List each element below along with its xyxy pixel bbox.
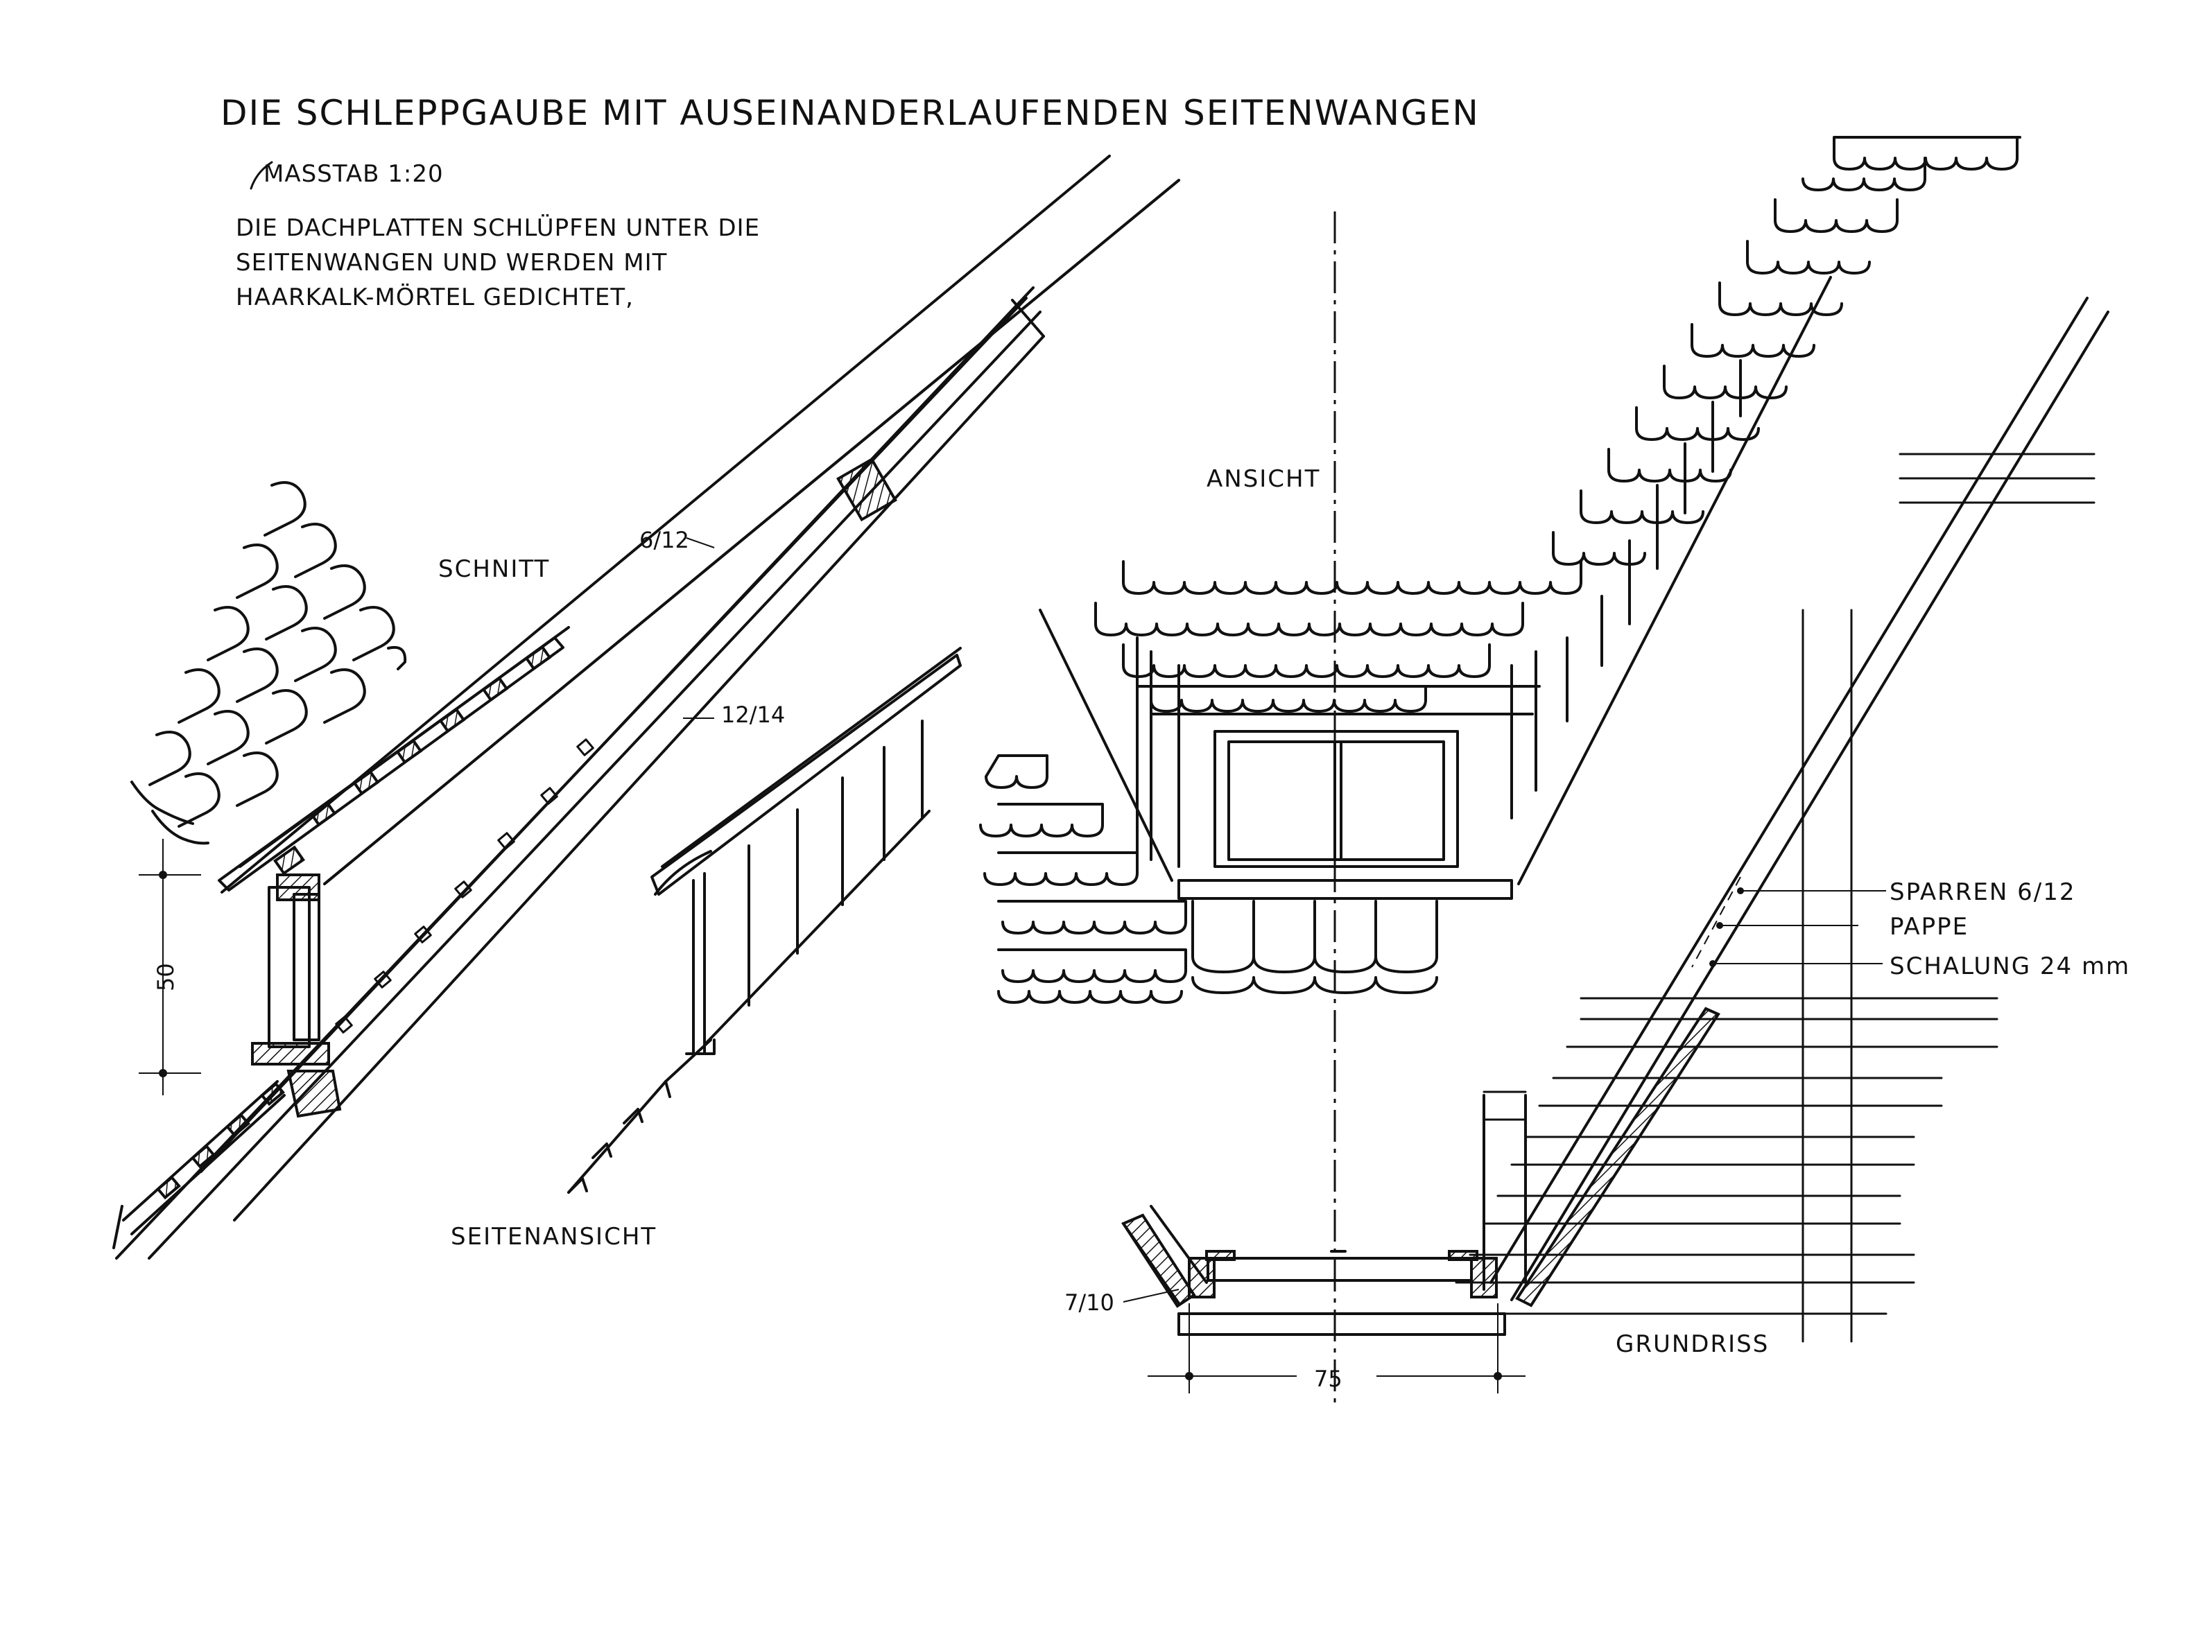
drawing-title: DIE SCHLEPPGAUBE MIT AUSEINANDERLAUFENDE… xyxy=(221,93,1480,133)
section-label: SCHNITT xyxy=(438,555,550,583)
dormer-front-wall xyxy=(251,873,342,1118)
dormer-window xyxy=(1177,730,1513,900)
front-elevation-label: ANSICHT xyxy=(1207,465,1320,493)
dimension-width: 75 xyxy=(1148,1303,1526,1393)
tiles-left-ansicht xyxy=(979,754,1187,1004)
rafter-upper-label: 6/12 xyxy=(639,527,689,553)
front-elevation: ANSICHT xyxy=(979,136,2021,1407)
plan-view: 75 7/10 GRUNDRISS xyxy=(1064,297,2109,1393)
scale-leader xyxy=(250,161,273,190)
note-line: SEITENWANGEN UND WERDEN MIT xyxy=(236,249,667,277)
plan-label: GRUNDRISS xyxy=(1616,1330,1769,1358)
cheek-leader xyxy=(1123,1289,1180,1303)
scale-note: MASSTAB 1:20 xyxy=(263,160,444,188)
width-label: 75 xyxy=(1314,1366,1342,1392)
legend-item: SPARREN 6/12 xyxy=(1890,878,2076,906)
roof-tiles-section xyxy=(130,481,407,845)
legend: SPARREN 6/12 PAPPE SCHALUNG 24 mm xyxy=(1709,878,2130,980)
note-line: DIE DACHPLATTEN SCHLÜPFEN UNTER DIE xyxy=(236,214,760,242)
side-elevation xyxy=(567,647,962,1194)
rafter-lower-label: 12/14 xyxy=(721,702,785,728)
rafter-upper-leader xyxy=(686,537,715,548)
section-view: 50 SCHNITT 6/12 12/14 xyxy=(112,155,1180,1260)
nogs xyxy=(335,738,594,1034)
tiles-below-window xyxy=(1191,900,1438,994)
legend-item: PAPPE xyxy=(1890,913,1969,941)
height-label: 50 xyxy=(153,963,179,991)
roof-tiles-ansicht xyxy=(1094,136,2021,715)
note-line: HAARKALK-MÖRTEL GEDICHTET, xyxy=(236,283,634,311)
dimension-height: 50 xyxy=(139,839,201,1095)
rafter-cut-upper xyxy=(836,457,897,522)
cheek-label: 7/10 xyxy=(1064,1289,1114,1316)
roof-edges xyxy=(1039,276,1832,885)
battens-upper xyxy=(273,645,552,876)
dormer-cheeks xyxy=(1136,359,1742,868)
note-block: DIE DACHPLATTEN SCHLÜPFEN UNTER DIE SEIT… xyxy=(236,214,760,311)
battens-lower xyxy=(156,1081,285,1200)
side-elevation-label: SEITENANSICHT xyxy=(451,1223,657,1251)
legend-item: SCHALUNG 24 mm xyxy=(1890,953,2130,980)
